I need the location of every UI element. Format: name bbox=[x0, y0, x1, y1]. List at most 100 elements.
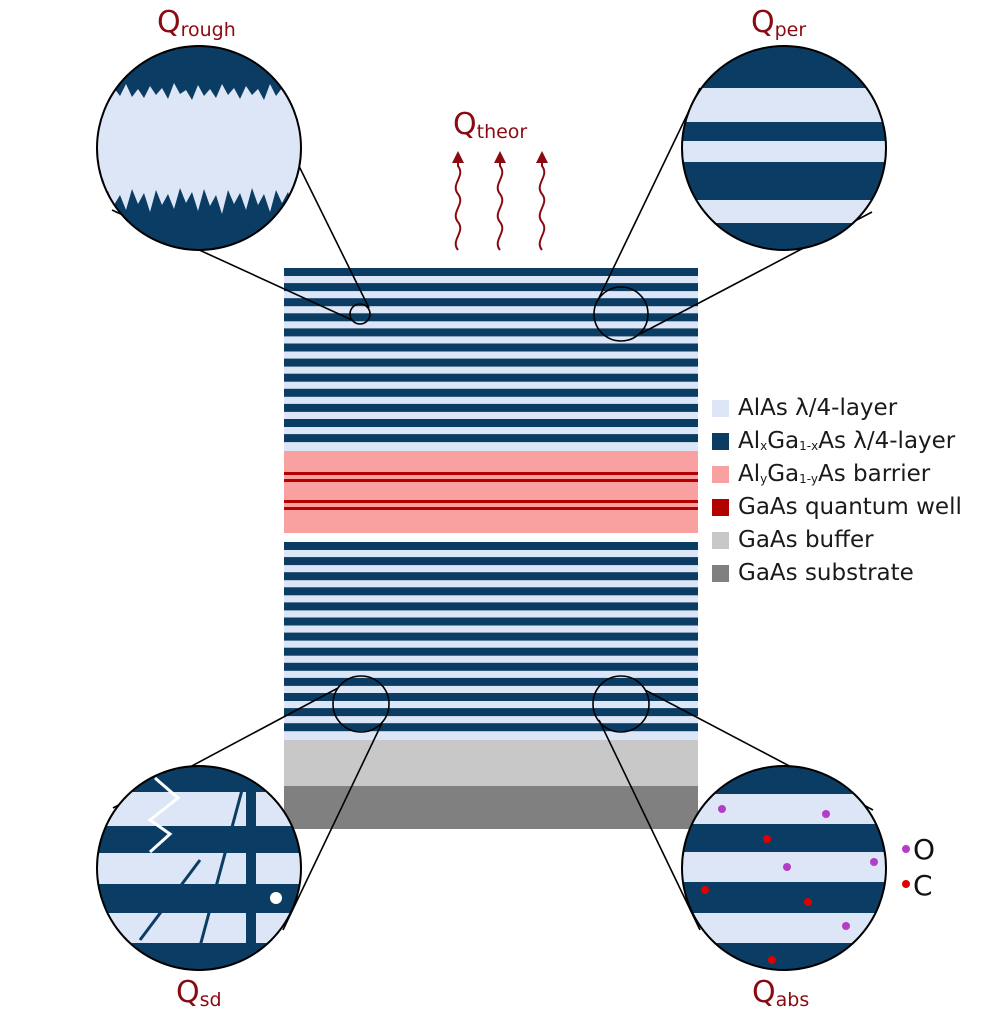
emission-wave-1 bbox=[454, 160, 462, 251]
lower-dbr-dark-layer-5 bbox=[284, 602, 698, 611]
zoom-circle-sd-border bbox=[96, 765, 302, 971]
lower-dbr-dark-layer-12 bbox=[284, 708, 698, 717]
upper-dbr-dark-layer-7 bbox=[284, 358, 698, 367]
q-theor-label: Qtheor bbox=[453, 110, 527, 142]
lower-dbr-dark-layer-7 bbox=[284, 632, 698, 641]
oxygen-label: O bbox=[913, 833, 936, 866]
upper-dbr-dark-layer-4 bbox=[284, 313, 698, 322]
lower-dbr-dark-layer-1 bbox=[284, 542, 698, 550]
barrier-layer bbox=[284, 451, 698, 533]
lower-dbr-dark-layer-6 bbox=[284, 617, 698, 626]
lower-dbr bbox=[284, 542, 698, 740]
emission-wave-3 bbox=[538, 160, 546, 251]
legend-label-buffer: GaAs buffer bbox=[738, 527, 874, 553]
upper-dbr-dark-layer-5 bbox=[284, 328, 698, 337]
arrow-head-3 bbox=[536, 151, 548, 163]
oxygen-impurity bbox=[822, 810, 830, 818]
oxygen-impurity bbox=[870, 858, 878, 866]
zoom-circle-roughness bbox=[96, 45, 302, 251]
oxygen-legend-dot bbox=[902, 845, 910, 853]
substrate-layer bbox=[284, 786, 698, 829]
zoom-circle-absorption bbox=[681, 765, 887, 971]
connector-per-1 bbox=[597, 87, 701, 301]
legend: AlAs λ/4-layer AlxGa1-xAs λ/4-layer AlyG… bbox=[712, 392, 962, 590]
oxygen-impurity bbox=[783, 863, 791, 871]
carbon-impurity bbox=[768, 956, 776, 964]
emission-arrows bbox=[452, 151, 548, 251]
legend-label-alxgaas: AlxGa1-xAs λ/4-layer bbox=[738, 428, 956, 454]
zoom-circle-rough-border bbox=[96, 45, 302, 251]
lower-dbr-dark-layer-13 bbox=[284, 723, 698, 732]
connector-sd-2 bbox=[282, 722, 383, 931]
upper-dbr-dark-layer-9 bbox=[284, 388, 698, 397]
q-sd-label: Qsd bbox=[176, 978, 222, 1010]
legend-swatch-qw bbox=[712, 499, 729, 516]
upper-dbr-dark-layer-2 bbox=[284, 283, 698, 292]
zoom-marker-per bbox=[593, 286, 649, 342]
barrier-region bbox=[284, 451, 698, 533]
lower-dbr-dark-layer-9 bbox=[284, 662, 698, 671]
q-sd-sub: sd bbox=[199, 989, 222, 1011]
q-rough-main: Q bbox=[157, 5, 181, 40]
q-rough-sub: rough bbox=[180, 19, 236, 41]
oxygen-impurity bbox=[842, 922, 850, 930]
q-sd-main: Q bbox=[176, 975, 200, 1010]
carbon-impurity bbox=[701, 886, 709, 894]
zoom-marker-rough bbox=[349, 303, 371, 325]
legend-swatch-substrate bbox=[712, 565, 729, 582]
lower-dbr-dark-layer-2 bbox=[284, 557, 698, 566]
legend-item-substrate: GaAs substrate bbox=[712, 557, 962, 590]
q-theor-main: Q bbox=[453, 107, 477, 142]
zoom-circle-defects bbox=[96, 765, 302, 971]
per-light-2 bbox=[682, 141, 886, 162]
quantum-well-1 bbox=[284, 472, 698, 475]
legend-label-qw: GaAs quantum well bbox=[738, 494, 962, 520]
upper-dbr-dark-layer-3 bbox=[284, 298, 698, 307]
legend-swatch-buffer bbox=[712, 532, 729, 549]
legend-label-substrate: GaAs substrate bbox=[738, 560, 914, 586]
per-light-1 bbox=[682, 88, 886, 122]
legend-item-alxgaas: AlxGa1-xAs λ/4-layer bbox=[712, 425, 962, 458]
q-theor-sub: theor bbox=[476, 121, 528, 143]
rough-light-layer bbox=[97, 83, 301, 214]
carbon-impurity bbox=[763, 835, 771, 843]
zoom-circle-per-border bbox=[681, 45, 887, 251]
legend-item-qw: GaAs quantum well bbox=[712, 491, 962, 524]
q-abs-sub: abs bbox=[775, 989, 810, 1011]
legend-item-buffer: GaAs buffer bbox=[712, 524, 962, 557]
threading-dislocation bbox=[246, 766, 256, 970]
upper-dbr bbox=[284, 268, 698, 451]
legend-label-alas: AlAs λ/4-layer bbox=[738, 395, 898, 421]
q-per-label: Qper bbox=[751, 8, 806, 40]
arrow-head-2 bbox=[494, 151, 506, 163]
lower-dbr-dark-layer-11 bbox=[284, 693, 698, 701]
zoom-circle-periodicity bbox=[681, 45, 887, 251]
carbon-label: C bbox=[913, 869, 933, 902]
q-abs-main: Q bbox=[752, 975, 776, 1010]
connector-rough-2 bbox=[295, 159, 370, 309]
crack-defect bbox=[147, 776, 181, 854]
carbon-legend-dot bbox=[902, 880, 910, 888]
legend-label-barrier: AlyGa1-yAs barrier bbox=[738, 461, 931, 487]
legend-swatch-alas bbox=[712, 400, 729, 417]
quantum-well-3 bbox=[284, 500, 698, 503]
layer-stack bbox=[284, 268, 698, 829]
arrow-head-1 bbox=[452, 151, 464, 163]
upper-dbr-dark-layer-10 bbox=[284, 403, 698, 412]
slip-line-1 bbox=[193, 789, 244, 966]
abs-light-1 bbox=[682, 794, 886, 824]
upper-dbr-dark-layer-8 bbox=[284, 373, 698, 382]
q-per-main: Q bbox=[751, 5, 775, 40]
lower-dbr-dark-layer-10 bbox=[284, 677, 698, 686]
slip-line-2 bbox=[138, 859, 202, 941]
lower-dbr-dark-layer-3 bbox=[284, 572, 698, 581]
zoom-circle-abs-border bbox=[681, 765, 887, 971]
q-abs-label: Qabs bbox=[752, 978, 809, 1010]
q-per-sub: per bbox=[774, 19, 807, 41]
legend-swatch-barrier bbox=[712, 466, 729, 483]
legend-item-barrier: AlyGa1-yAs barrier bbox=[712, 458, 962, 491]
per-light-3 bbox=[682, 200, 886, 223]
lower-dbr-dark-layer-8 bbox=[284, 647, 698, 656]
carbon-impurity bbox=[804, 898, 812, 906]
lower-dbr-dark-layer-4 bbox=[284, 587, 698, 596]
